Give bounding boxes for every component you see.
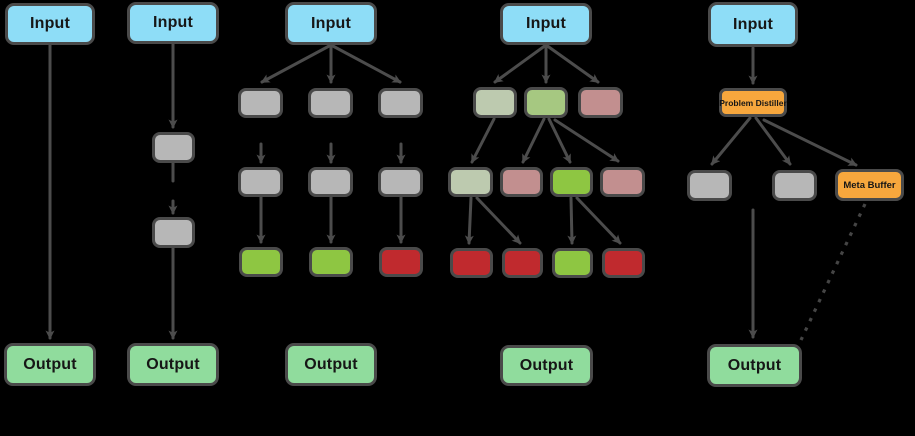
arrow-c4-input-to-n3 xyxy=(544,43,600,84)
output-label: Output xyxy=(727,356,782,374)
output-label: Output xyxy=(146,355,200,373)
output-node: Output xyxy=(127,343,219,386)
thought-node xyxy=(500,167,543,197)
arrow-c5-distiller-to-g1 xyxy=(710,116,752,166)
output-label: Output xyxy=(519,356,574,374)
result-node-negative xyxy=(502,248,543,278)
problem-distiller-label: Problem Distiller xyxy=(719,97,787,108)
problem-distiller-node: Problem Distiller xyxy=(719,88,787,117)
arrow-c3-input-to-branch1 xyxy=(260,43,333,84)
arrow-c4-n2-to-r2d xyxy=(553,118,620,163)
output-node: Output xyxy=(285,343,377,386)
thought-node xyxy=(308,88,353,118)
output-node: Output xyxy=(500,345,593,386)
input-node: Input xyxy=(285,2,377,45)
input-label: Input xyxy=(152,14,194,31)
arrow-c4-n2-to-r2c xyxy=(547,117,572,164)
thought-node xyxy=(238,88,283,118)
arrow-c4-r2c-to-r3c xyxy=(567,196,577,245)
input-node: Input xyxy=(708,2,798,47)
result-node-positive xyxy=(239,247,283,277)
thought-node xyxy=(578,87,623,118)
result-node-negative xyxy=(602,248,645,278)
meta-buffer-node: Meta Buffer xyxy=(835,169,904,201)
input-node: Input xyxy=(127,2,219,44)
thought-node xyxy=(152,132,195,163)
thought-node xyxy=(772,170,817,201)
thought-node xyxy=(550,167,593,197)
result-node-positive xyxy=(552,248,593,278)
result-node-negative xyxy=(379,247,423,277)
thought-node xyxy=(524,87,568,118)
result-node-negative xyxy=(450,248,493,278)
input-label: Input xyxy=(732,15,774,33)
thought-node xyxy=(600,167,645,197)
input-label: Input xyxy=(525,15,567,32)
output-node: Output xyxy=(707,344,802,387)
thought-node xyxy=(687,170,732,201)
arrow-c4-n2-to-r2b xyxy=(521,117,546,164)
thought-node xyxy=(378,167,423,197)
output-node: Output xyxy=(4,343,96,386)
arrow-c5-distiller-to-g2 xyxy=(754,116,792,166)
output-label: Output xyxy=(23,355,77,373)
input-node: Input xyxy=(5,3,95,45)
arrow-c4-r2a-to-r3a xyxy=(464,196,474,245)
arrow-c3-input-to-branch3 xyxy=(329,43,402,84)
meta-buffer-label: Meta Buffer xyxy=(843,179,896,191)
output-label: Output xyxy=(304,355,358,373)
thought-node xyxy=(308,167,353,197)
input-label: Input xyxy=(29,15,71,32)
input-node: Input xyxy=(500,3,592,45)
input-label: Input xyxy=(310,14,352,32)
arrow-c4-input-to-n1 xyxy=(493,43,548,84)
dashed-arrow-metabuffer-to-output xyxy=(799,203,867,341)
thought-node xyxy=(238,167,283,197)
thought-node xyxy=(378,88,423,118)
thought-node xyxy=(448,167,493,197)
thought-node xyxy=(473,87,517,118)
arrow-c4-r2a-to-r3b xyxy=(475,196,522,245)
arrow-c5-distiller-to-metabuffer xyxy=(762,118,858,167)
arrow-c4-r2c-to-r3d xyxy=(575,196,622,245)
thought-node xyxy=(152,217,195,248)
result-node-positive xyxy=(309,247,353,277)
arrow-c4-n1-to-r2a xyxy=(470,117,496,164)
